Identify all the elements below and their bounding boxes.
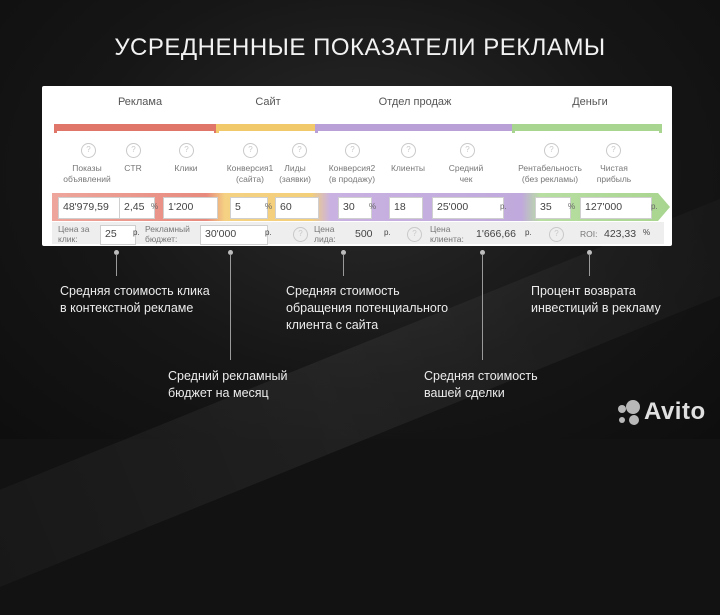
help-icon[interactable]: ? [345, 143, 360, 158]
help-icon[interactable]: ? [81, 143, 96, 158]
help-icon[interactable]: ? [549, 227, 564, 242]
budget-unit: р. [265, 228, 272, 237]
section-tick [659, 124, 662, 133]
help-icon[interactable]: ? [606, 143, 621, 158]
cpl-unit: р. [384, 228, 391, 237]
cpa-unit: р. [525, 228, 532, 237]
header-clients: Клиенты [390, 163, 426, 173]
section-tick [216, 124, 219, 133]
avito-logo-icon [618, 400, 640, 425]
header-conversion1: Конверсия1(сайта) [226, 163, 274, 184]
conversion2-input[interactable]: 30 [338, 197, 372, 219]
profitability-unit: % [568, 202, 576, 211]
impressions-input[interactable]: 48'979,59 [58, 197, 122, 219]
help-icon[interactable]: ? [407, 227, 422, 242]
net-profit-input[interactable]: 127'000 [580, 197, 652, 219]
help-icon[interactable]: ? [179, 143, 194, 158]
avg-check-unit: р. [500, 202, 507, 211]
net-profit-unit: р. [651, 202, 658, 211]
connector-roi [589, 254, 590, 276]
help-icon[interactable]: ? [292, 143, 307, 158]
section-bar-money [513, 124, 662, 131]
connector-dot [228, 250, 233, 255]
ctr-unit: % [151, 202, 159, 211]
avg-check-input[interactable]: 25'000 [432, 197, 504, 219]
ctr-input[interactable]: 2,45 [119, 197, 155, 219]
connector-dot [587, 250, 592, 255]
header-profitability: Рентабельность(без рекламы) [518, 163, 582, 184]
roi-label: ROI: [580, 229, 598, 239]
connector-dot [341, 250, 346, 255]
connector-dot [114, 250, 119, 255]
section-tick [54, 124, 57, 133]
conversion1-unit: % [265, 202, 273, 211]
profitability-input[interactable]: 35 [535, 197, 571, 219]
cpc-input[interactable]: 25 [100, 225, 136, 245]
help-icon[interactable]: ? [126, 143, 141, 158]
page-title: УСРЕДНЕННЫЕ ПОКАЗАТЕЛИ РЕКЛАМЫ [114, 34, 606, 61]
help-icon[interactable]: ? [293, 227, 308, 242]
connector-cpa [482, 254, 483, 360]
leads-input[interactable]: 60 [275, 197, 319, 219]
header-conversion2: Конверсия2(в продажу) [328, 163, 376, 184]
section-tick [214, 124, 217, 133]
cpa-value: 1'666,66 [476, 228, 516, 240]
header-ctr: CTR [124, 163, 142, 173]
section-tick [315, 124, 318, 133]
section-label-site: Сайт [255, 96, 281, 108]
conversion1-input[interactable]: 5 [230, 197, 268, 219]
connector-cpl [343, 254, 344, 276]
section-bar-ads [54, 124, 216, 131]
cpc-unit: р. [133, 228, 140, 237]
connector-dot [480, 250, 485, 255]
clients-input[interactable]: 18 [389, 197, 423, 219]
roi-unit: % [643, 228, 651, 237]
budget-input[interactable]: 30'000 [200, 225, 268, 245]
connector-cpc [116, 254, 117, 276]
cpl-value: 500 [355, 228, 373, 240]
section-bar-sales [317, 124, 513, 131]
help-icon[interactable]: ? [460, 143, 475, 158]
roi-value: 423,33 [604, 228, 637, 240]
section-label-sales: Отдел продаж [378, 96, 452, 108]
section-label-money: Деньги [572, 96, 608, 108]
header-leads: Лиды(заявки) [279, 163, 311, 184]
clicks-input[interactable]: 1'200 [163, 197, 218, 219]
header-clicks: Клики [174, 163, 198, 173]
help-icon[interactable]: ? [243, 143, 258, 158]
help-icon[interactable]: ? [544, 143, 559, 158]
connector-budget [230, 254, 231, 360]
watermark-text: Avito [644, 398, 706, 425]
section-bar-site [216, 124, 317, 131]
section-label-ads: Реклама [117, 96, 163, 108]
conversion2-unit: % [369, 202, 377, 211]
help-icon[interactable]: ? [401, 143, 416, 158]
section-tick [512, 124, 515, 133]
